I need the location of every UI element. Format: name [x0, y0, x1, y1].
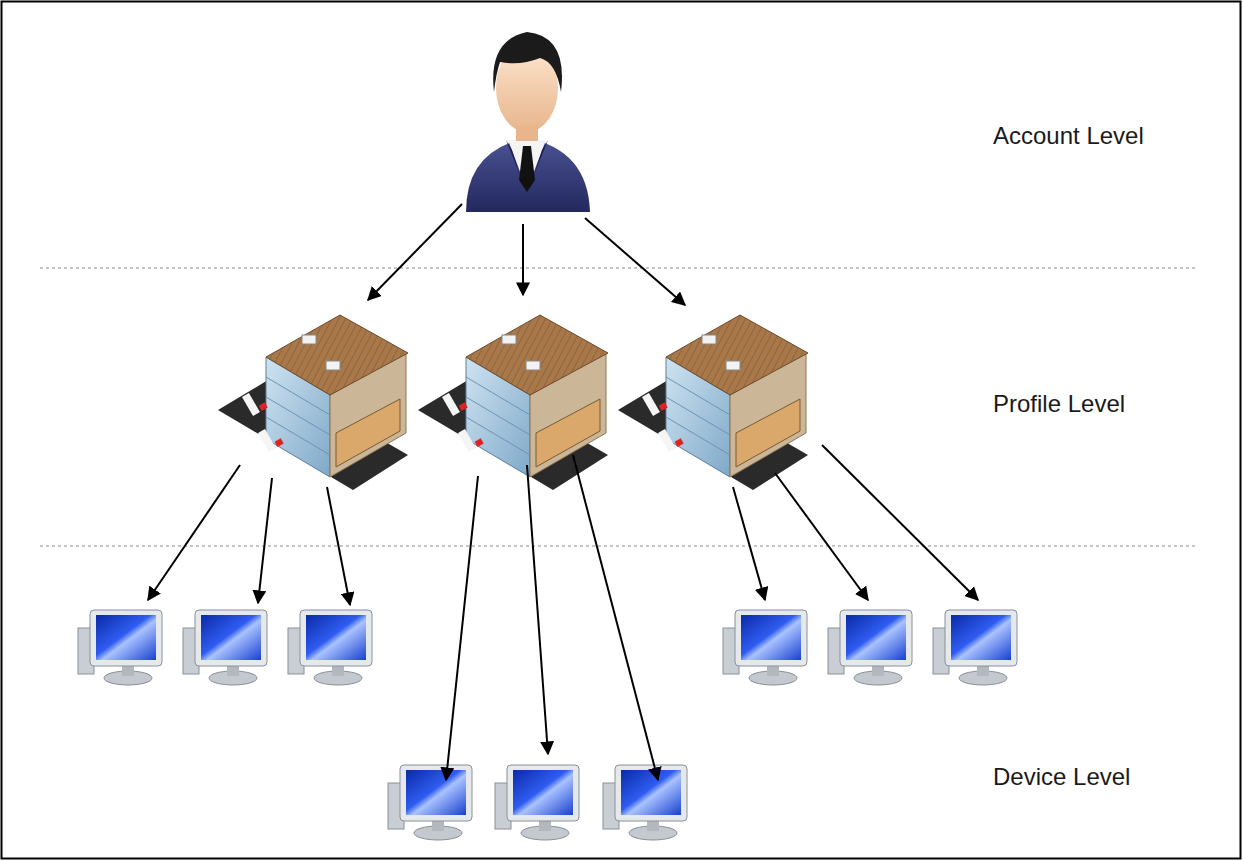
device-monitor-icon: [603, 765, 687, 840]
profile-building-icon: [218, 315, 408, 490]
profile-building-icon: [618, 315, 808, 490]
hierarchy-arrow: [733, 487, 765, 600]
profile-building-icon: [418, 315, 608, 490]
level-label: Profile Level: [993, 390, 1125, 419]
hierarchy-arrow: [775, 473, 868, 600]
arrow-group: [148, 204, 978, 780]
device-monitor-icon: [388, 765, 472, 840]
hierarchy-arrow: [327, 487, 350, 605]
device-monitor-icon: [183, 610, 267, 685]
level-divider: [40, 546, 1197, 547]
hierarchy-arrow: [585, 218, 685, 305]
hierarchy-arrow: [527, 465, 548, 754]
level-divider: [40, 268, 1197, 269]
hierarchy-arrow: [522, 224, 524, 295]
level-label: Device Level: [993, 763, 1130, 792]
hierarchy-arrow: [446, 476, 478, 780]
device-monitor-icon: [933, 610, 1017, 685]
device-monitor-icon: [828, 610, 912, 685]
hierarchy-arrow: [368, 204, 462, 300]
device-monitor-icon: [723, 610, 807, 685]
hierarchy-arrow: [573, 455, 658, 780]
device-monitor-icon: [288, 610, 372, 685]
hierarchy-arrow: [822, 445, 978, 600]
device-monitor-icon: [78, 610, 162, 685]
hierarchy-arrow: [148, 465, 240, 600]
level-label: Account Level: [993, 122, 1144, 151]
account-person-icon: [466, 32, 590, 212]
hierarchy-arrow: [258, 478, 272, 603]
device-monitor-icon: [495, 765, 579, 840]
